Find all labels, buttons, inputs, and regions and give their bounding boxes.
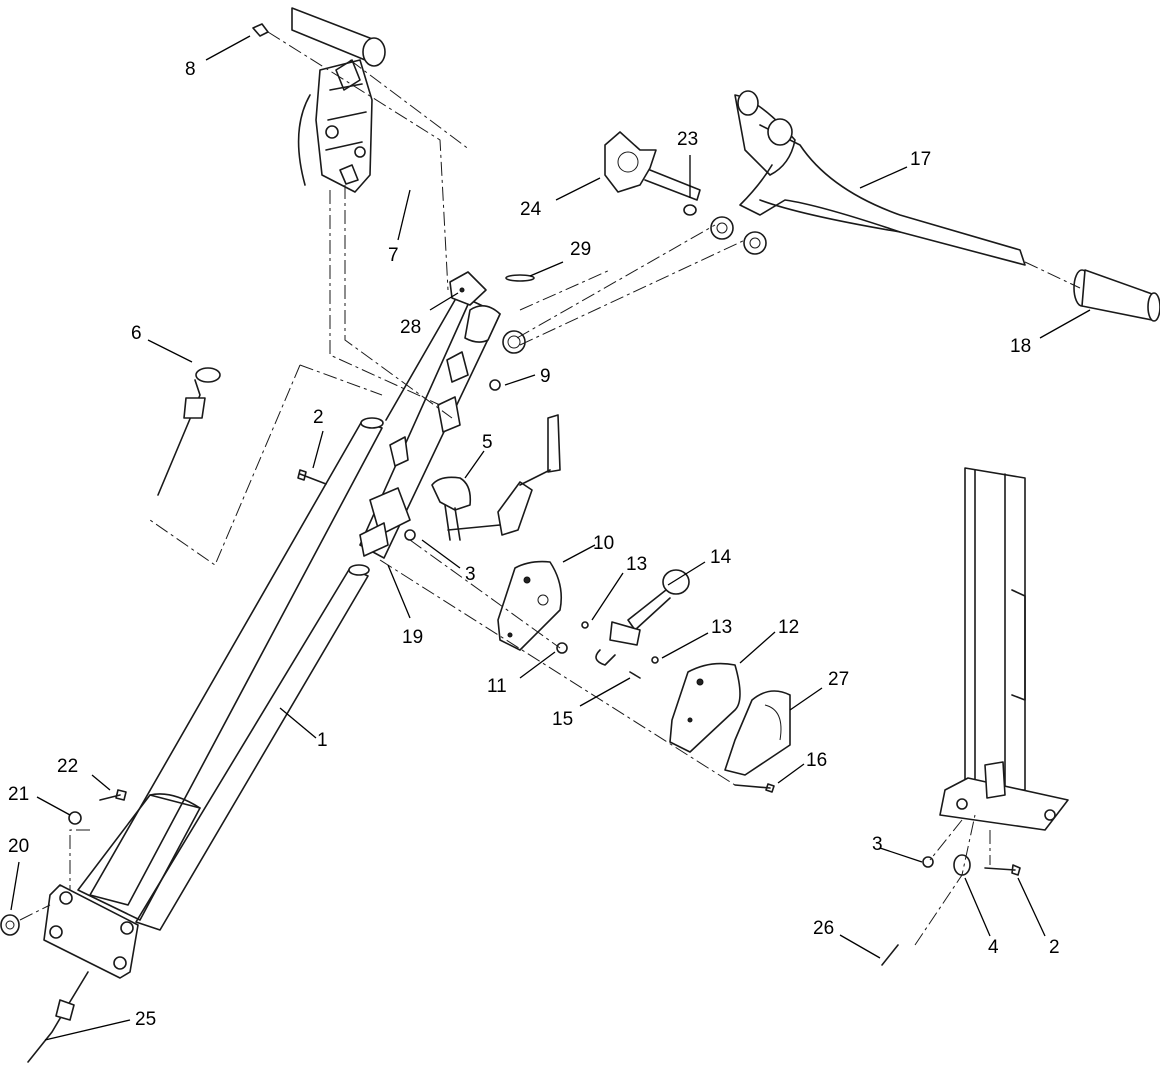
callout-2-right: 2 xyxy=(1049,937,1060,958)
knob-assembly xyxy=(604,131,701,216)
callout-21: 21 xyxy=(8,784,29,805)
callout-4: 4 xyxy=(988,937,999,958)
cover-plate-12 xyxy=(669,662,741,753)
main-tube-assembly xyxy=(43,299,526,979)
leader-lines xyxy=(10,35,1091,1041)
callout-13-lower: 13 xyxy=(711,617,732,638)
callout-15: 15 xyxy=(552,709,573,730)
fasteners xyxy=(0,23,775,1063)
callout-9: 9 xyxy=(540,366,551,387)
callout-11: 11 xyxy=(487,676,507,697)
callout-27: 27 xyxy=(828,669,849,690)
callout-labels: 1 2 2 3 3 4 5 6 7 8 9 10 11 12 13 13 14 … xyxy=(8,59,1060,1030)
callout-3-right: 3 xyxy=(872,834,883,855)
lever-linkage xyxy=(431,414,561,541)
callout-6: 6 xyxy=(131,323,142,344)
shift-lever xyxy=(595,569,690,666)
handlebar xyxy=(710,90,1026,266)
callout-24: 24 xyxy=(520,199,542,220)
callout-25: 25 xyxy=(135,1009,156,1030)
handle-mount-assembly xyxy=(291,7,386,193)
callout-12: 12 xyxy=(778,617,799,638)
callout-1: 1 xyxy=(317,730,328,751)
callout-16: 16 xyxy=(806,750,827,771)
callout-2-upper: 2 xyxy=(313,407,324,428)
callout-13-upper: 13 xyxy=(626,554,647,575)
callout-3-upper: 3 xyxy=(465,564,476,585)
callout-28: 28 xyxy=(400,317,421,338)
callout-29: 29 xyxy=(570,239,591,260)
cover-plate-10 xyxy=(497,560,563,651)
callout-23: 23 xyxy=(677,129,698,150)
grip xyxy=(1073,269,1160,322)
callout-14: 14 xyxy=(710,547,732,568)
bracket-plate xyxy=(449,271,535,306)
callout-26: 26 xyxy=(813,918,834,939)
callout-20: 20 xyxy=(8,836,29,857)
callout-19: 19 xyxy=(402,627,423,648)
assembly-lines xyxy=(19,31,1081,946)
callout-10: 10 xyxy=(593,533,614,554)
right-column-detail xyxy=(881,467,1069,966)
callout-7: 7 xyxy=(388,245,399,266)
callout-18: 18 xyxy=(1010,336,1031,357)
callout-5: 5 xyxy=(482,432,493,453)
callout-8: 8 xyxy=(185,59,196,80)
callout-22: 22 xyxy=(57,756,78,777)
callout-17: 17 xyxy=(910,149,931,170)
plate-27 xyxy=(724,690,791,776)
